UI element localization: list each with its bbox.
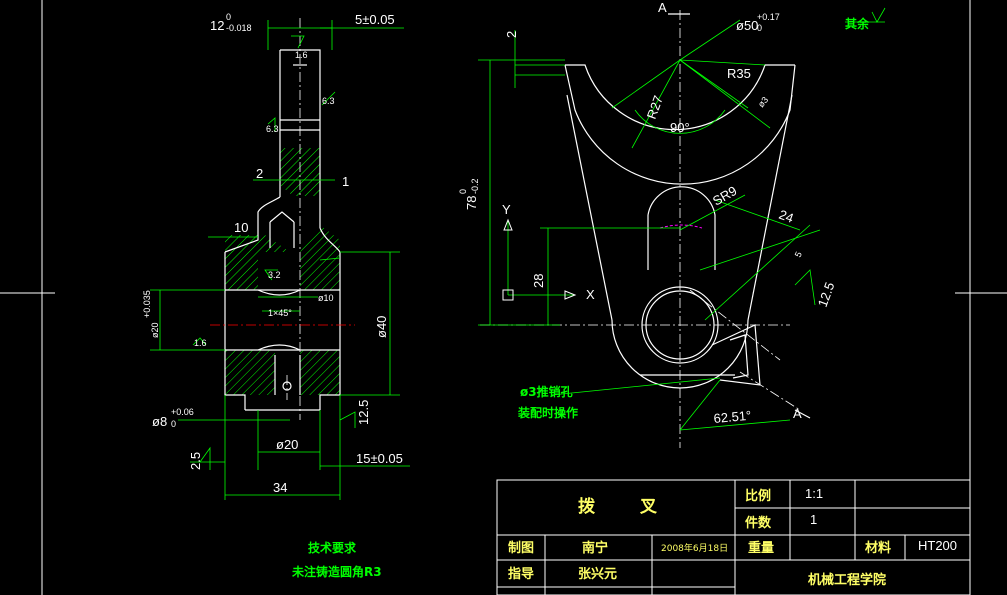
left-view-hatch [225, 148, 340, 395]
scale-value: 1:1 [805, 486, 823, 501]
dim-34: 34 [273, 480, 287, 495]
right-view: A A 2 ø50 +0.17 0 R35 R27 ø3 90° 78 0 -0… [458, 0, 886, 448]
dim-2: 2 [504, 31, 519, 38]
dim-angle-6251: 62.51° [713, 408, 752, 426]
right-view-notes: ø3推销孔 装配时操作 [517, 384, 578, 420]
rough-side: 6.3 [322, 96, 335, 106]
technical-requirements: 技术要求 未注铸造圆角R3 [291, 540, 382, 579]
dim-phi20: ø20 [276, 437, 298, 452]
axis-x-label: X [586, 287, 595, 302]
drawn-label: 制图 [508, 540, 534, 556]
dim-r27: R27 [644, 93, 666, 121]
section-mark-bottom: A [793, 406, 802, 421]
scale-label: 比例 [745, 488, 771, 504]
dim-step-1: 1 [342, 174, 349, 189]
title-block: 拨 叉 比例 1:1 件数 1 制图 南宁 2008年6月18日 重量 材料 H… [496, 479, 971, 595]
dim-phi50: ø50 [736, 18, 758, 33]
dim-phi50-tol: +0.17 [757, 12, 780, 22]
note-assembly: 装配时操作 [517, 405, 578, 420]
left-view-centerlines [210, 18, 355, 420]
check-name: 张兴元 [578, 566, 617, 582]
part-name-2: 叉 [639, 497, 658, 517]
rough-left: 6.3 [266, 124, 279, 134]
dim-phi3: ø3 [756, 95, 770, 109]
dim-top-width-tol-up: 0 [226, 12, 231, 22]
rough-right: 12.5 [356, 400, 371, 425]
material-label: 材料 [865, 540, 891, 556]
magenta-ref-arc [659, 224, 703, 229]
axis-arrows [502, 218, 577, 301]
rough-bottom: 2.5 [188, 452, 203, 470]
dim-pin-tol-low: 0 [171, 419, 176, 429]
dim-step-2: 2 [256, 166, 263, 181]
dim-5: 5 [793, 250, 804, 259]
left-view-outline [224, 49, 341, 411]
dim-overall-78-tol: 0 [458, 189, 468, 194]
dim-angle-90: 90° [670, 120, 690, 135]
dim-top-right: 5±0.05 [355, 12, 395, 27]
school-name: 机械工程学院 [808, 572, 886, 588]
rough-bore: 1.6 [194, 338, 207, 348]
dim-chamfer: 1×45° [268, 308, 292, 318]
weight-label: 重量 [748, 540, 774, 556]
tech-req-line1: 未注铸造圆角R3 [291, 564, 382, 579]
dim-15: 15±0.05 [356, 451, 403, 466]
right-view-centerlines [480, 10, 801, 448]
section-mark-top: A [658, 0, 667, 15]
section-markers [668, 13, 811, 419]
others-roughness-label: 其余 [845, 16, 870, 31]
left-view-dim-text: 12 0 -0.018 5±0.05 1.6 6.3 6.3 2 1 10 3.… [142, 12, 403, 495]
count-label: 件数 [745, 515, 772, 531]
rough-center: 3.2 [268, 270, 281, 280]
dim-overall-78: 78 [464, 196, 479, 210]
dim-10: 10 [234, 220, 248, 235]
dim-top-width: 12 [210, 18, 224, 33]
tech-req-title: 技术要求 [308, 540, 357, 555]
right-view-dim-lines [478, 7, 886, 431]
axis-y-label: Y [502, 202, 511, 217]
rough-125: 12.5 [815, 280, 838, 309]
left-view-dim-lines [150, 20, 410, 500]
dim-28: 28 [531, 274, 546, 288]
dim-sr9: SR9 [710, 183, 739, 209]
check-label: 指导 [508, 566, 534, 582]
left-view: 12 0 -0.018 5±0.05 1.6 6.3 6.3 2 1 10 3.… [142, 12, 410, 579]
material-value: HT200 [918, 538, 957, 553]
dim-top-width-tol-low: -0.018 [226, 23, 252, 33]
rough-top: 1.6 [295, 50, 308, 60]
note-pin-hole: ø3推销孔 [520, 384, 573, 399]
count-value: 1 [810, 512, 817, 527]
part-name-1: 拨 [578, 496, 596, 517]
dim-r35: R35 [727, 66, 751, 81]
dim-phi10: ø10 [318, 293, 334, 303]
dim-overall-78-tol2: -0.2 [470, 178, 480, 194]
drawn-date: 2008年6月18日 [661, 542, 728, 554]
drawn-name: 南宁 [582, 540, 608, 556]
dim-phi40: ø40 [374, 316, 389, 338]
dim-bore-left-tol: +0.035 [142, 290, 152, 318]
dim-bore-left: ø20 [150, 322, 160, 338]
dim-pin-tol-up: +0.06 [171, 407, 194, 417]
dim-pin-hole: ø8 [152, 414, 167, 429]
dim-24: 24 [777, 207, 796, 226]
dim-phi50-tol2: 0 [757, 23, 762, 33]
title-block-grid [496, 479, 971, 595]
